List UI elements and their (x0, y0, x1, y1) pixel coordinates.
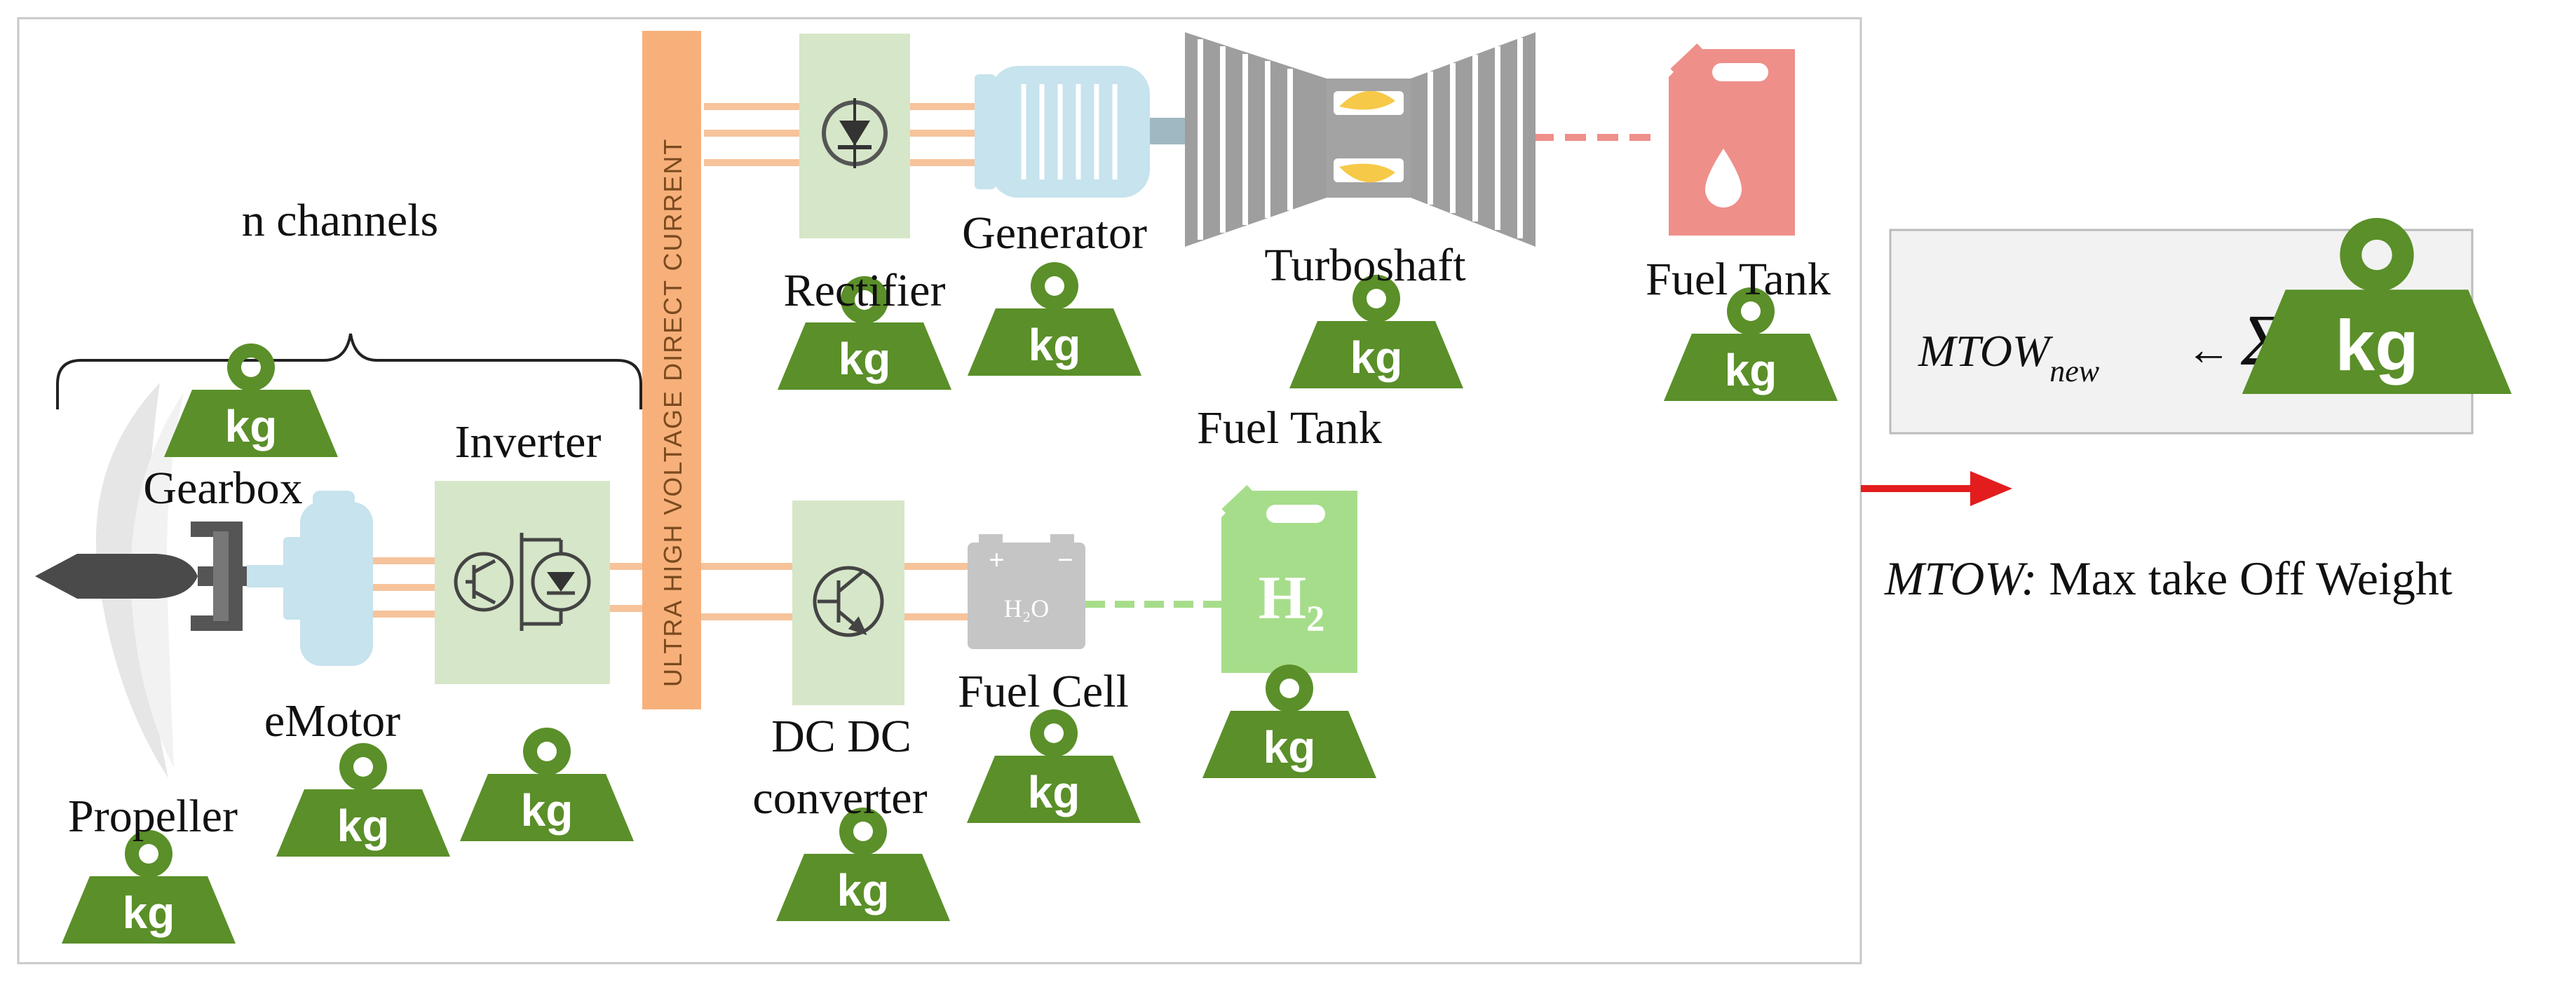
flame-top-icon (1339, 90, 1395, 110)
fuel-cell-weight-kg-label: kg (1028, 767, 1080, 817)
dcdc-weight-kg-label: kg (837, 865, 890, 915)
diode-icon (822, 98, 888, 168)
emotor-weight-kg-label: kg (337, 801, 390, 851)
top-wires (704, 103, 975, 166)
dcdc-label-line2: converter (752, 772, 927, 824)
inverter (435, 481, 610, 684)
uhvdc-bus (642, 31, 701, 709)
igbt-icon (454, 533, 591, 631)
turboshaft-label: Turboshaft (1264, 240, 1465, 291)
gearbox-label: Gearbox (143, 463, 302, 514)
propeller-weight-kg-label: kg (123, 887, 175, 938)
inverter-weight-icon: kg (460, 728, 634, 841)
inverter-weight-kg-label: kg (521, 785, 574, 836)
fuel-tank-mid-label: Fuel Tank (1197, 402, 1382, 454)
hydrogen-tank-icon: H₂ (1221, 485, 1357, 673)
generator-weight-icon: kg (968, 262, 1141, 376)
result-arrow (1861, 471, 2012, 506)
weights-layer: kg kg kg kg kg kg kg kg kg kg kg (62, 262, 1838, 944)
rectifier-weight-icon: kg (778, 276, 951, 390)
turboshaft-weight-icon: kg (1289, 275, 1463, 388)
propeller-weight-icon: kg (62, 830, 236, 944)
svg-text:−: − (1057, 544, 1073, 576)
channels-brace (56, 333, 642, 409)
fuel-drop-icon (1705, 149, 1742, 207)
inverter-label: Inverter (455, 416, 602, 468)
flame-bottom-icon (1339, 163, 1395, 183)
rectifier-weight-kg-label: kg (839, 334, 891, 384)
emotor-weight-icon: kg (276, 743, 450, 857)
emotor-label: eMotor (264, 695, 400, 747)
turboshaft-icon (1185, 32, 1536, 247)
generator-icon (975, 66, 1189, 198)
gearbox-icon (191, 522, 247, 631)
formula-box: MTOWnew ← Σ kg (1889, 217, 2512, 435)
h2o-label: H₂O (1004, 594, 1050, 622)
fuel-cell-label: Fuel Cell (958, 666, 1129, 717)
formula-arrow: ← (2186, 325, 2231, 374)
formula-lhs: MTOWnew (1918, 326, 2100, 388)
generator-label: Generator (962, 207, 1147, 259)
propeller-icon (35, 383, 198, 778)
fuel-cell-weight-icon: kg (967, 709, 1141, 823)
motor-shaft (247, 565, 290, 587)
fuel-tank-weight-icon: kg (1664, 287, 1838, 401)
rectifier (799, 34, 910, 238)
mtow-legend: MTOW: Max take Off Weight (1884, 552, 2453, 605)
svg-text:+: + (989, 544, 1005, 576)
fuel-cell-icon: + − H₂O (968, 534, 1085, 649)
gearbox-weight-kg-label: kg (225, 401, 278, 451)
bus-label: ULTRA HIGH VOLTAGE DIRECT CURRENT (658, 138, 687, 687)
dcdc-weight-icon: kg (776, 808, 950, 921)
propeller-label: Propeller (68, 791, 238, 842)
transistor-icon (813, 566, 884, 637)
fuel-tank-label: Fuel Tank (1646, 254, 1831, 305)
hydrogen-tank-weight-icon: kg (1202, 665, 1376, 778)
fuel-tank-icon (1669, 43, 1795, 236)
turboshaft-weight-kg-label: kg (1350, 332, 1403, 383)
svg-text:kg: kg (2335, 305, 2418, 386)
formula-weight-icon: kg (2242, 217, 2512, 394)
rectifier-label: Rectifier (784, 265, 946, 316)
gearbox-weight-icon: kg (164, 343, 338, 457)
dcdc-label-line1: DC DC (771, 711, 911, 762)
h2-label: H₂ (1259, 564, 1325, 632)
n-channels-label: n channels (242, 195, 438, 246)
generator-weight-kg-label: kg (1029, 320, 1081, 370)
hydrogen-tank-weight-kg-label: kg (1263, 722, 1316, 772)
dcdc-converter (792, 501, 904, 705)
bottom-wires (372, 557, 969, 620)
emotor-icon (283, 491, 373, 666)
fuel-tank-weight-kg-label: kg (1725, 345, 1777, 395)
